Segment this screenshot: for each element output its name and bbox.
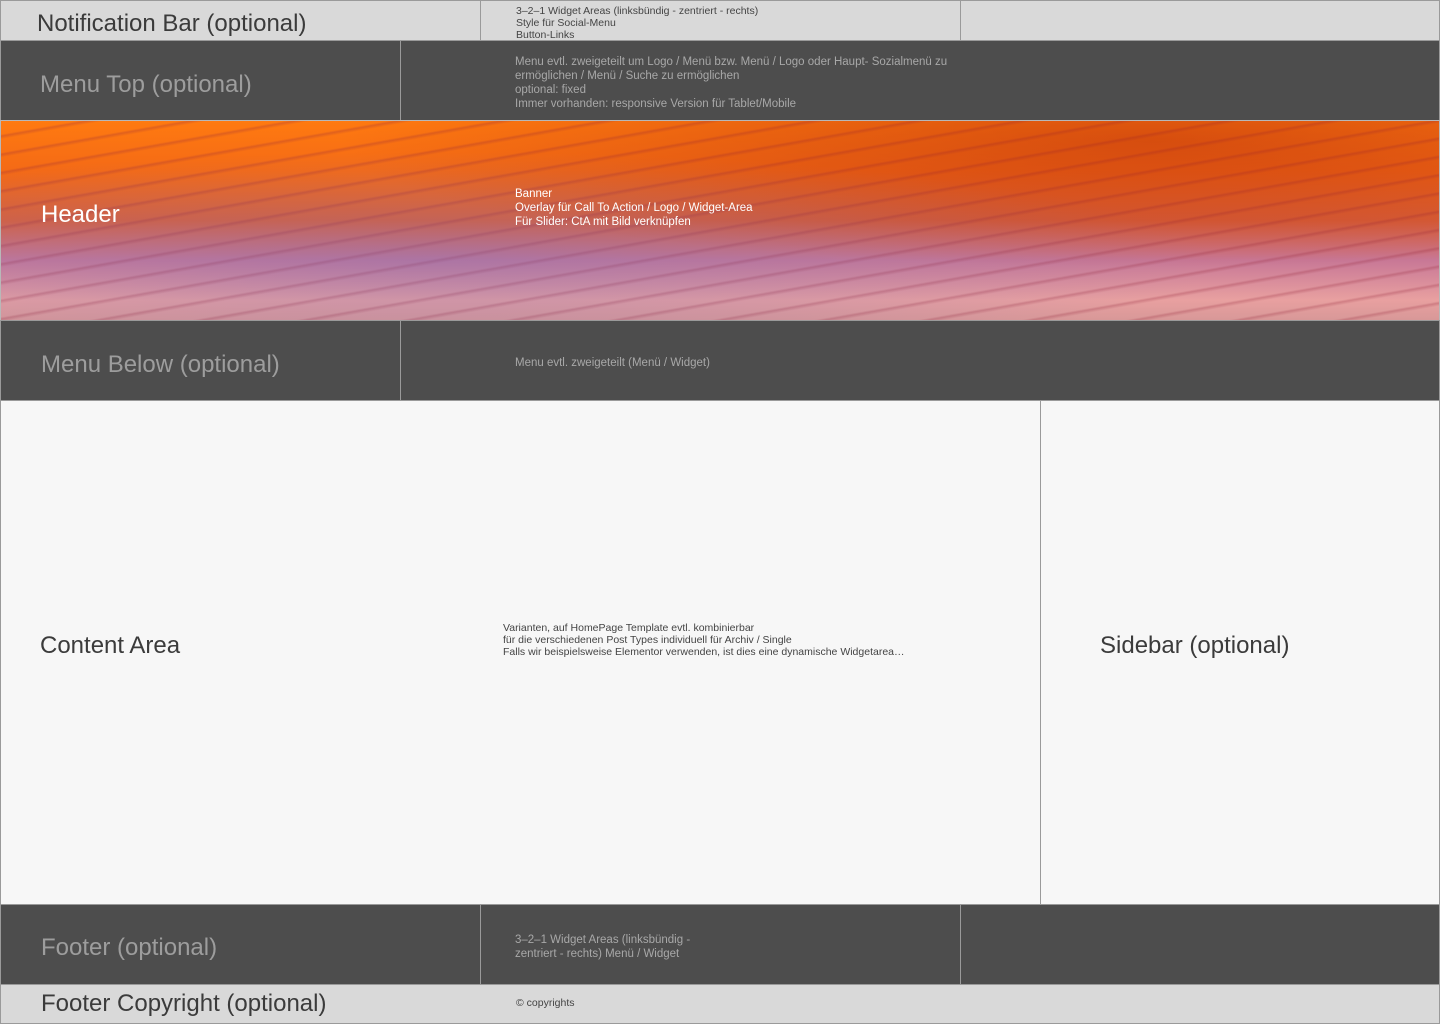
footer-center-area: 3–2–1 Widget Areas (linksbündig - zentri… <box>480 904 961 985</box>
menu-top-notes-area: Menu evtl. zweigeteilt um Logo / Menü bz… <box>400 40 1440 121</box>
menu-top-title: Menu Top (optional) <box>40 71 252 98</box>
menu-top: Menu Top (optional) <box>0 40 401 121</box>
content-area-title: Content Area <box>40 632 181 659</box>
footer-copyright-note: © copyrights <box>516 997 575 1009</box>
header-banner: Header Banner Overlay für Call To Action… <box>0 120 1440 321</box>
notification-bar-right-area <box>960 0 1440 41</box>
notification-bar: Notification Bar (optional) <box>0 0 481 41</box>
header-title: Header <box>41 201 120 228</box>
sidebar-title: Sidebar (optional) <box>1100 632 1290 659</box>
footer-copyright-title: Footer Copyright (optional) <box>41 990 327 1017</box>
menu-below-notes-area: Menu evtl. zweigeteilt (Menü / Widget) <box>400 320 1440 401</box>
menu-below-title: Menu Below (optional) <box>41 351 280 378</box>
content-area-note: Varianten, auf HomePage Template evtl. k… <box>503 622 905 658</box>
footer-title: Footer (optional) <box>41 934 218 961</box>
menu-top-note: Menu evtl. zweigeteilt um Logo / Menü bz… <box>515 56 948 110</box>
footer-right-area <box>960 904 1440 985</box>
footer-note: 3–2–1 Widget Areas (linksbündig - zentri… <box>515 934 691 960</box>
notification-bar-title: Notification Bar (optional) <box>37 10 307 37</box>
notification-bar-center-area: 3–2–1 Widget Areas (linksbündig - zentri… <box>480 0 961 41</box>
notification-bar-note: 3–2–1 Widget Areas (linksbündig - zentri… <box>516 5 759 41</box>
header-note: Banner Overlay für Call To Action / Logo… <box>515 188 753 228</box>
menu-below-note: Menu evtl. zweigeteilt (Menü / Widget) <box>515 357 710 369</box>
content-area: Content Area Varianten, auf HomePage Tem… <box>0 400 1041 905</box>
footer: Footer (optional) <box>0 904 481 985</box>
menu-below: Menu Below (optional) <box>0 320 401 401</box>
sidebar: Sidebar (optional) <box>1040 400 1440 905</box>
footer-copyright: Footer Copyright (optional) © copyrights <box>0 984 1440 1024</box>
